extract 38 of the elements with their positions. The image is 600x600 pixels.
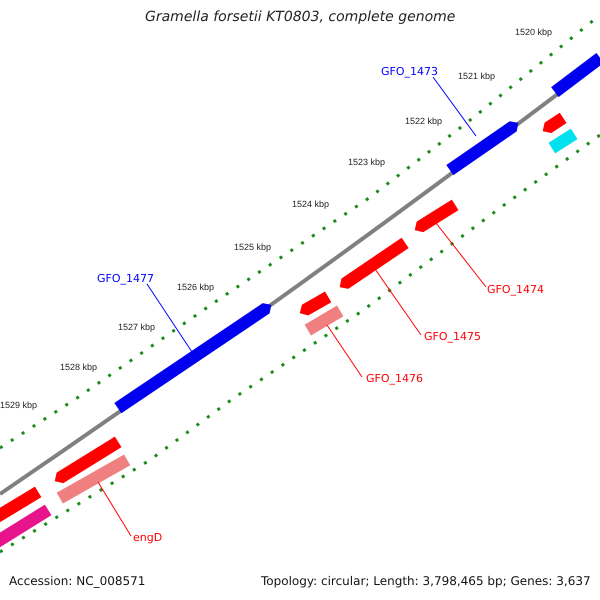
tick-label: 1523 kbp bbox=[348, 158, 386, 167]
gene-feature bbox=[54, 436, 122, 484]
tick-label: 1525 kbp bbox=[234, 243, 272, 252]
tick-label: 1529 kbp bbox=[0, 401, 38, 410]
leader-line bbox=[374, 268, 422, 336]
tick-label: 1524 kbp bbox=[292, 200, 330, 209]
gene-feature bbox=[446, 121, 518, 176]
gene-block bbox=[551, 52, 600, 98]
leader-line bbox=[326, 324, 362, 378]
leader-line bbox=[98, 482, 132, 536]
gene-feature bbox=[114, 303, 272, 414]
gene-block bbox=[304, 306, 344, 336]
genome-title: Gramella forsetii KT0803, complete genome bbox=[145, 10, 456, 24]
leader-line bbox=[432, 76, 476, 136]
gene-block bbox=[56, 454, 130, 504]
accession-text: Accession: NC_008571 bbox=[9, 575, 146, 587]
tick-label: 1520 kbp bbox=[515, 28, 552, 37]
gene-label: GFO_1473 bbox=[381, 66, 438, 77]
leader-line bbox=[146, 284, 192, 352]
tick-label: 1528 kbp bbox=[60, 363, 98, 372]
tick-label: 1526 kbp bbox=[177, 283, 214, 292]
gene-feature bbox=[414, 200, 458, 232]
gene-label: GFO_1474 bbox=[487, 284, 544, 295]
gene-feature bbox=[340, 238, 409, 289]
tick-label: 1521 kbp bbox=[458, 72, 496, 81]
gene-label: engD bbox=[133, 532, 162, 543]
gene-block bbox=[0, 504, 52, 548]
gene-label: GFO_1475 bbox=[424, 331, 482, 342]
gene-block bbox=[548, 128, 578, 154]
tick-label: 1527 kbp bbox=[118, 323, 156, 332]
gene-block bbox=[0, 486, 42, 524]
gene-label: GFO_1477 bbox=[97, 273, 154, 284]
gene-feature bbox=[300, 292, 332, 316]
leader-line bbox=[436, 222, 486, 288]
gene-feature bbox=[542, 112, 567, 134]
tick-label: 1522 kbp bbox=[405, 117, 442, 126]
genome-stats-text: Topology: circular; Length: 3,798,465 bp; Genes: 3,637 bbox=[261, 575, 591, 587]
gene-label: GFO_1476 bbox=[366, 373, 424, 384]
